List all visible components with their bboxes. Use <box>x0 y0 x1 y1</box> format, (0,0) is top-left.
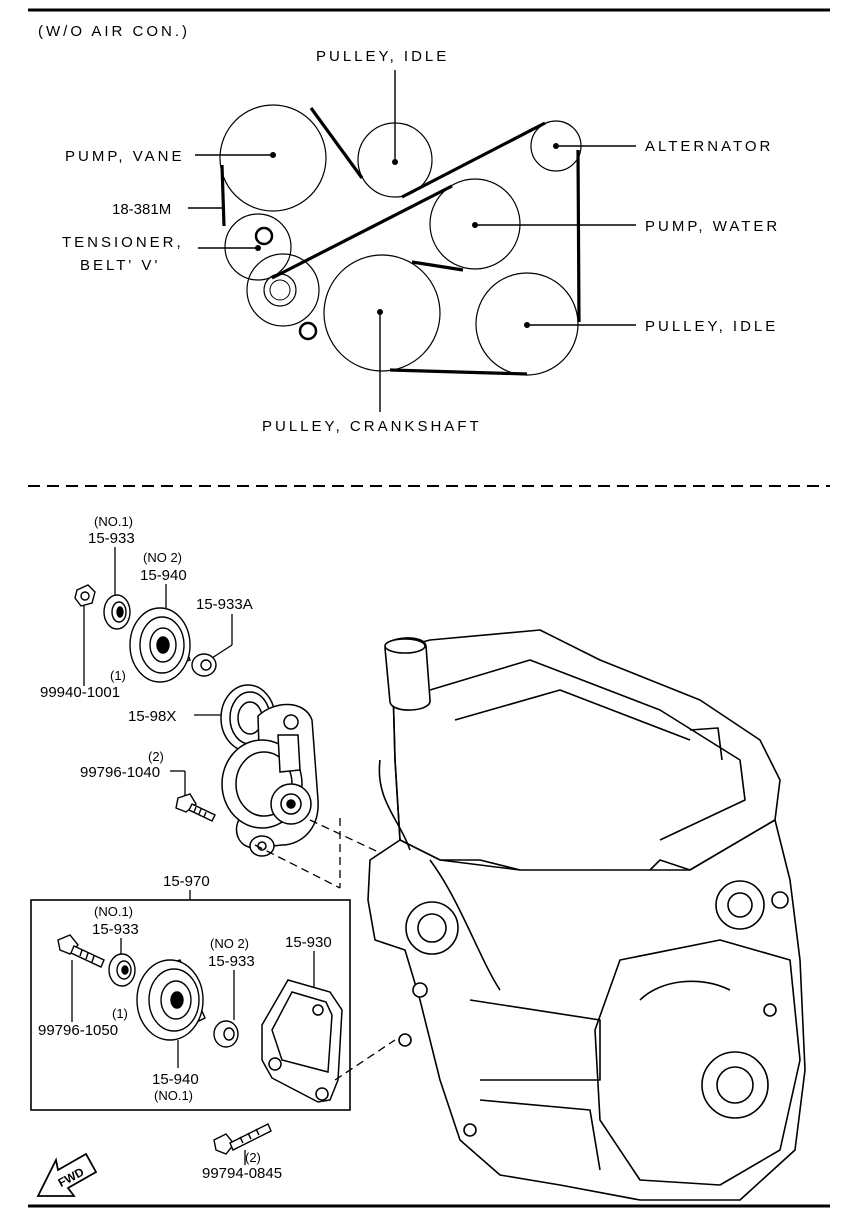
label-no1-box-bottom: (NO.1) <box>154 1088 193 1103</box>
label-99794-0845: 99794-0845 <box>202 1165 282 1182</box>
label-tensioner-line1: TENSIONER, <box>62 234 184 251</box>
parts-leaders-top <box>83 547 233 900</box>
parts-leaders-box <box>71 938 315 1068</box>
label-15-970: 15-970 <box>163 873 210 890</box>
tensioner-assembly-15-98x <box>220 684 319 857</box>
tensioner-pulley <box>246 253 320 327</box>
label-pulley-idle-right: PULLEY, IDLE <box>645 318 778 335</box>
label-pulley-crankshaft: PULLEY, CRANKSHAFT <box>262 418 482 435</box>
bolt-99794-0845 <box>213 1123 272 1155</box>
nut-99940-1001 <box>74 584 96 607</box>
label-15-933-top: 15-933 <box>88 530 135 547</box>
engine-block <box>367 629 806 1201</box>
label-pulley-idle-top: PULLEY, IDLE <box>316 48 449 65</box>
label-qty-bolt-top: (2) <box>148 749 164 764</box>
pump-vane-pulley <box>219 104 327 212</box>
spacer-15-933-box <box>213 1020 239 1048</box>
label-15-933a: 15-933A <box>196 596 253 613</box>
tensioner-arm-circle <box>224 213 292 281</box>
crankshaft-pulley <box>323 254 441 372</box>
variant-caption: (W/O AIR CON.) <box>38 23 190 40</box>
tensioner-stop <box>298 321 318 341</box>
assembly-guide-lines <box>254 818 546 1081</box>
label-no1-top: (NO.1) <box>94 514 133 529</box>
label-qty-nut: (1) <box>110 668 126 683</box>
label-qty-bolt-bottom: (2) <box>245 1150 261 1165</box>
belt-leader-dots <box>255 143 559 328</box>
kit-box-15-970 <box>30 899 351 1111</box>
label-15-98x: 15-98X <box>128 708 176 725</box>
label-no2-box: (NO 2) <box>210 936 249 951</box>
label-15-933-box2: 15-933 <box>208 953 255 970</box>
spacer-15-933a <box>191 653 217 677</box>
label-pump-water: PUMP, WATER <box>645 218 780 235</box>
label-no2-top: (NO 2) <box>143 550 182 565</box>
water-pump-pulley <box>429 178 521 270</box>
idle-pulley-right <box>475 272 579 376</box>
bearing-15-933-box <box>108 953 136 987</box>
tensioner-hub <box>263 273 297 307</box>
bearing-15-933-top <box>103 594 131 630</box>
label-15-940-top: 15-940 <box>140 567 187 584</box>
bolt-99796-1050 <box>57 934 105 968</box>
label-15-940-box: 15-940 <box>152 1071 199 1088</box>
label-99940-1001: 99940-1001 <box>40 684 120 701</box>
tensioner-hub-inner <box>269 279 291 301</box>
drive-belt <box>220 107 581 376</box>
label-tensioner-line2: BELT' V' <box>80 257 160 274</box>
label-pump-vane: PUMP, VANE <box>65 148 184 165</box>
fwd-arrow-icon: FWD <box>36 1152 98 1197</box>
label-no1-box: (NO.1) <box>94 904 133 919</box>
label-15-933-box: 15-933 <box>92 921 139 938</box>
bracket-15-930 <box>261 979 343 1103</box>
idle-pulley-15-940-top <box>129 607 191 683</box>
tensioner-pivot <box>254 226 274 246</box>
label-15-930: 15-930 <box>285 934 332 951</box>
label-qty-bolt-box: (1) <box>112 1006 128 1021</box>
label-99796-1040: 99796-1040 <box>80 764 160 781</box>
idle-pulley-15-940-box <box>136 959 206 1041</box>
label-99796-1050: 99796-1050 <box>38 1022 118 1039</box>
label-alternator: ALTERNATOR <box>645 138 773 155</box>
belt-routing-diagram <box>188 70 636 412</box>
bolt-99796-1040 <box>175 793 216 822</box>
label-belt-part-number: 18-381M <box>112 201 171 218</box>
